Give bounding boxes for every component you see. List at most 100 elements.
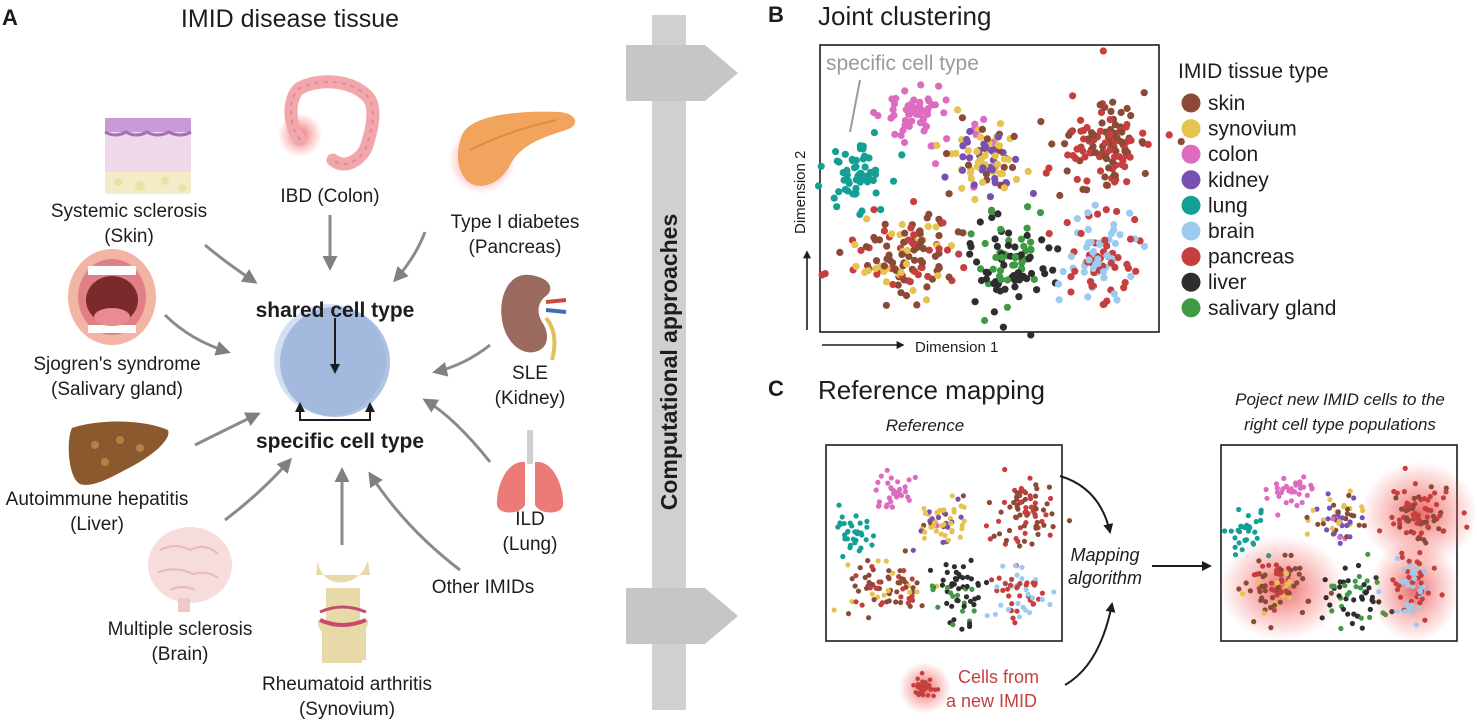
cell-point	[1236, 586, 1242, 592]
cell-point	[973, 147, 981, 156]
cell-point	[975, 582, 982, 588]
cell-point	[1397, 524, 1403, 530]
cell-point	[1407, 562, 1413, 568]
cell-point	[1359, 625, 1365, 631]
cell-point	[854, 172, 862, 180]
cell-point	[1032, 513, 1038, 520]
cell-point	[1236, 529, 1243, 535]
cell-point	[980, 115, 988, 123]
cell-point	[1361, 582, 1367, 588]
cell-point	[1427, 493, 1433, 500]
cell-point	[897, 289, 905, 297]
cell-point	[935, 263, 943, 271]
panel-b-letter: B	[768, 2, 784, 27]
disease-name-autoimmune-hepatitis: Autoimmune hepatitis	[6, 489, 189, 510]
new-cell-point	[911, 683, 916, 688]
cell-point	[922, 296, 931, 304]
cell-point	[967, 174, 975, 182]
cell-point	[961, 603, 967, 610]
cell-point	[934, 272, 942, 280]
cell-point	[1342, 565, 1348, 571]
cell-point	[891, 265, 899, 273]
cell-point	[1282, 552, 1288, 558]
cell-point	[1091, 149, 1100, 157]
cell-point	[1118, 138, 1126, 146]
cell-point	[836, 502, 842, 508]
cell-point	[845, 562, 851, 568]
cell-point	[1011, 243, 1019, 251]
panel-a: A IMID disease tissue	[2, 5, 579, 720]
cell-point	[1399, 550, 1405, 556]
cell-point	[1410, 503, 1416, 509]
cell-point	[1367, 606, 1373, 613]
cell-point	[906, 278, 914, 286]
cell-point	[1107, 230, 1116, 238]
cell-point	[1287, 578, 1293, 585]
cell-point	[1023, 224, 1031, 232]
legend-swatch-liver	[1181, 272, 1201, 292]
panel-c-letter: C	[768, 376, 784, 401]
cell-point	[909, 240, 917, 248]
cell-point	[1055, 296, 1063, 304]
cell-point	[1030, 275, 1038, 283]
disease-name-systemic-sclerosis: Systemic sclerosis	[51, 201, 207, 222]
cell-point	[999, 323, 1008, 331]
cell-point	[1002, 466, 1008, 473]
cell-point	[1414, 559, 1420, 565]
cell-point	[895, 479, 901, 485]
cell-point	[978, 125, 987, 133]
disease-name-type-1-diabetes: Type I diabetes	[451, 212, 580, 233]
mapping-algorithm-label-line1: Mapping	[1070, 545, 1139, 565]
cell-point	[884, 467, 890, 473]
cell-point	[1131, 216, 1139, 224]
cell-point	[1325, 516, 1331, 522]
cell-point	[1083, 243, 1091, 251]
cell-point	[964, 161, 973, 169]
cell-point	[980, 140, 988, 148]
cell-point	[1001, 499, 1008, 505]
cell-point	[853, 599, 859, 605]
cell-point	[1355, 562, 1362, 569]
cell-point	[943, 246, 952, 254]
cell-point	[1344, 522, 1350, 529]
cell-point	[1296, 491, 1302, 497]
cell-point	[875, 236, 884, 244]
cell-point	[1418, 580, 1424, 586]
cell-point	[904, 102, 912, 110]
cell-point	[967, 598, 974, 604]
cell-point	[1337, 584, 1343, 590]
cell-point	[1048, 495, 1054, 502]
cell-point	[1099, 47, 1107, 55]
cell-point	[991, 533, 997, 539]
cell-point	[1023, 520, 1029, 526]
cell-point	[1348, 512, 1355, 518]
cell-point	[1251, 619, 1257, 625]
cell-point	[1417, 587, 1423, 594]
cell-point	[1014, 608, 1020, 614]
cell-point	[1402, 465, 1408, 471]
computational-approaches-label: Computational approaches	[656, 214, 682, 510]
cell-point	[1080, 135, 1088, 143]
cell-point	[932, 223, 940, 231]
cell-point	[1048, 140, 1056, 148]
cell-point	[889, 106, 897, 114]
cell-point	[1319, 615, 1325, 621]
cell-point	[866, 572, 872, 578]
cell-point	[1337, 534, 1343, 541]
projection-points	[1219, 461, 1477, 643]
cell-point	[1286, 590, 1292, 596]
cell-point	[1431, 518, 1437, 524]
cell-point	[861, 163, 869, 171]
cell-point	[1436, 526, 1442, 532]
cell-point	[857, 246, 865, 254]
cell-point	[1027, 245, 1035, 253]
cell-point	[1256, 558, 1262, 564]
cell-point	[1416, 517, 1422, 523]
cell-point	[958, 503, 964, 509]
cell-point	[1409, 602, 1415, 608]
cell-point	[853, 573, 859, 579]
cell-point	[1309, 485, 1315, 491]
cell-point	[967, 230, 975, 238]
cell-point	[1014, 490, 1020, 496]
